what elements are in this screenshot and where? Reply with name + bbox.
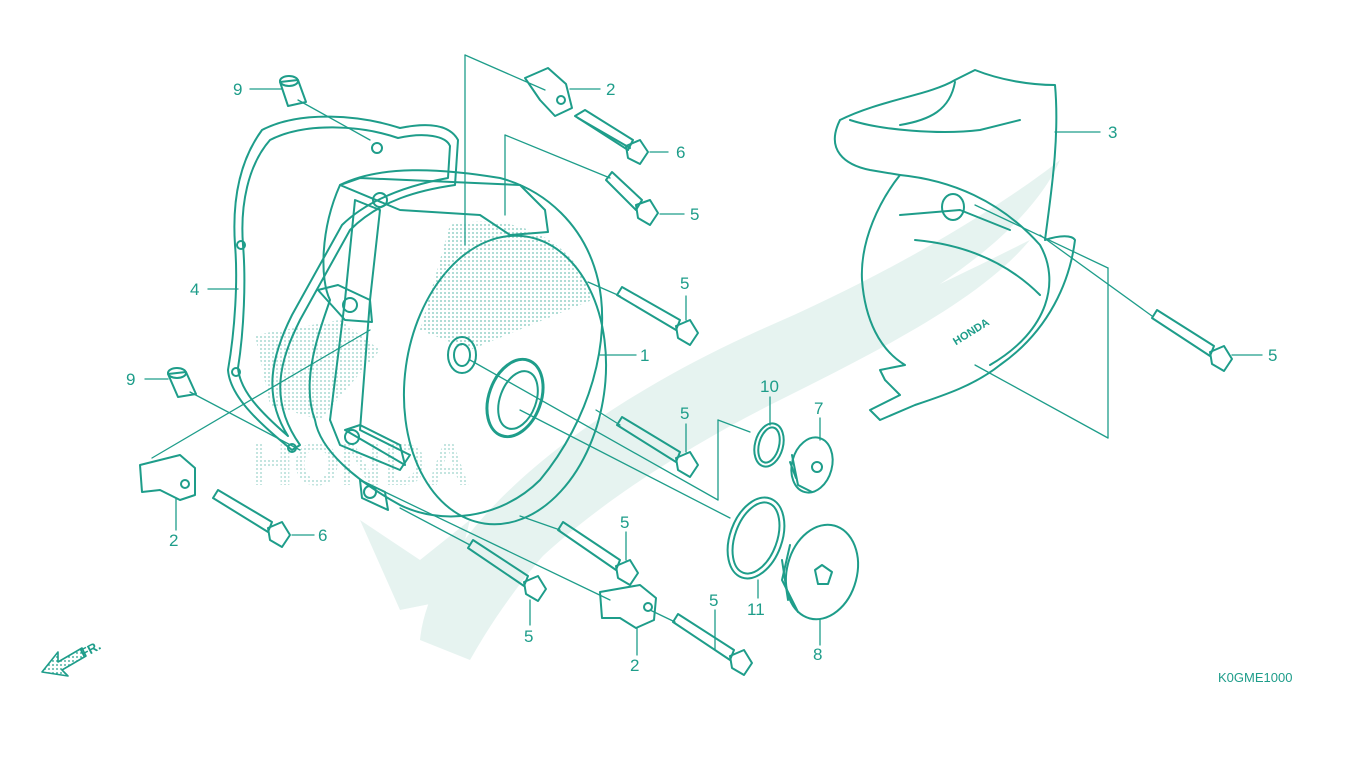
callout-5-right: 5: [1268, 346, 1277, 365]
callout-2-left: 2: [169, 531, 178, 550]
leader-lines: [144, 54, 1263, 656]
callout-10: 10: [760, 377, 779, 396]
clamp-part-2-bottom: [599, 584, 657, 629]
honda-wing-logo: [360, 160, 1060, 660]
dowel-pin-part-9-upper: [279, 75, 307, 107]
callout-11: 11: [747, 600, 765, 619]
callout-5-c: 5: [680, 404, 689, 423]
callout-2-bottom: 2: [630, 656, 639, 675]
callout-8: 8: [813, 645, 822, 664]
callout-2-top: 2: [606, 80, 615, 99]
dowel-pin-part-9-lower: [167, 367, 197, 398]
callout-5-b: 5: [680, 274, 689, 293]
callout-labels: 9 2 6 5 3 4 5 1 9 10 7 5 5 2 6 5 5 5 11 …: [126, 80, 1277, 675]
svg-text:HONDA: HONDA: [951, 316, 992, 348]
callout-5-f: 5: [709, 591, 718, 610]
callout-5-e: 5: [524, 627, 533, 646]
callout-9-upper: 9: [233, 80, 242, 99]
clamp-part-2-left: [139, 454, 196, 501]
bolt-part-5-right: [1151, 309, 1233, 372]
bolt-part-5-e: [467, 539, 547, 602]
callout-6-lower: 6: [318, 526, 327, 545]
crankshaft-hole-cap-part-8: [781, 523, 860, 621]
callout-9-lower: 9: [126, 370, 135, 389]
cover-shroud-part-3: HONDA: [833, 69, 1076, 421]
callout-7: 7: [814, 399, 823, 418]
callout-6-upper: 6: [676, 143, 685, 162]
gasket-part-4: [227, 115, 459, 451]
callout-4: 4: [190, 280, 199, 299]
o-ring-part-11: [726, 496, 786, 580]
callout-1: 1: [640, 346, 649, 365]
callout-5-d: 5: [620, 513, 629, 532]
diagram-code: K0GME1000: [1218, 670, 1292, 685]
clamp-part-2-top: [524, 67, 573, 117]
timing-cap-part-7: [789, 436, 834, 494]
bolt-part-5-d: [557, 521, 639, 586]
bolt-part-5-c: [616, 416, 699, 478]
arrow-down-left-icon: [41, 647, 87, 677]
bolt-part-6-upper: [574, 109, 649, 165]
bolt-part-5-a: [605, 171, 659, 226]
bolt-part-5-b: [616, 286, 699, 346]
callout-5-a: 5: [690, 205, 699, 224]
o-ring-part-10: [753, 422, 785, 468]
bolt-part-5-f: [672, 613, 753, 676]
bolt-part-6-lower: [212, 489, 291, 548]
callout-3: 3: [1108, 123, 1117, 142]
